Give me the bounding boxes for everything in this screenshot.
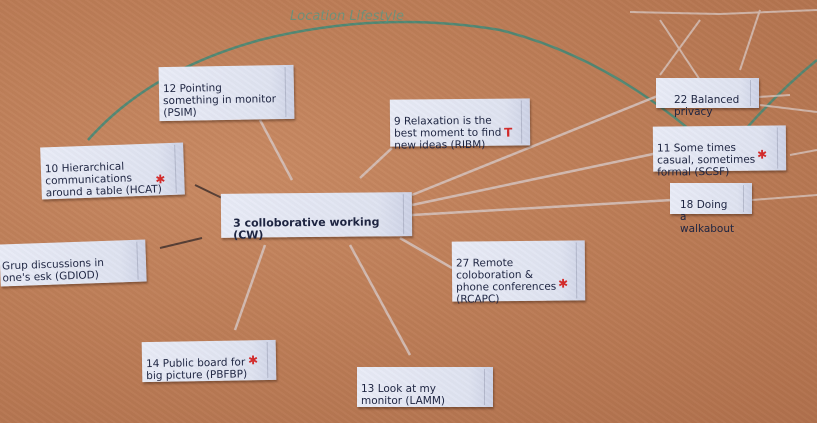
note-collaborative-working: 3 colloborative working (CW)	[220, 192, 413, 242]
note-walkabout: 18 Doing a walkabout	[670, 183, 752, 235]
pencil-links	[159, 184, 223, 249]
chalk-scribbles	[629, 9, 817, 201]
note-label: Grup discussions in one's esk (GDIOD)	[1, 256, 105, 285]
red-tee-mark: T	[504, 125, 513, 140]
red-star-mark: ✱	[155, 172, 166, 187]
chalk-links	[233, 93, 673, 356]
red-star-mark: ✱	[558, 276, 569, 291]
red-star-mark: ✱	[756, 147, 768, 162]
note-balanced-privacy: 22 Balanced privacy	[656, 78, 759, 118]
note-pointing-monitor: 12 Pointing something in monitor (PSIM)	[158, 64, 295, 122]
note-label: 9 Relaxation is the best moment to find …	[393, 114, 502, 152]
note-label: 12 Pointing something in monitor (PSIM)	[162, 82, 277, 120]
note-label: 10 Hierarchical communications around a …	[44, 160, 163, 200]
green-arc-right	[744, 59, 817, 131]
red-star-mark: ✱	[247, 353, 259, 368]
note-remote-collaboration: 27 Remote coloboration & phone conferenc…	[451, 240, 586, 306]
note-group-discussions: Grup discussions in one's esk (GDIOD)	[0, 239, 147, 287]
note-hierarchical-communications: 10 Hierarchical communications around a …	[40, 142, 185, 200]
note-label: 22 Balanced privacy	[674, 94, 740, 118]
faint-top-text: Location Lifestyle	[290, 9, 404, 24]
note-label: 14 Public board for big picture (PBFBP)	[145, 356, 248, 383]
note-label: 27 Remote coloboration & phone conferenc…	[455, 257, 557, 306]
note-public-board: 14 Public board for big picture (PBFBP) …	[141, 339, 277, 383]
note-casual-formal: 11 Some times casual, sometimes formal (…	[652, 125, 787, 179]
note-look-at-monitor: 13 Look at my monitor (LAMM)	[357, 367, 493, 407]
note-label: 18 Doing a walkabout	[680, 199, 735, 235]
note-label: 13 Look at my monitor (LAMM)	[361, 383, 446, 407]
note-relaxation: 9 Relaxation is the best moment to find …	[389, 98, 531, 152]
